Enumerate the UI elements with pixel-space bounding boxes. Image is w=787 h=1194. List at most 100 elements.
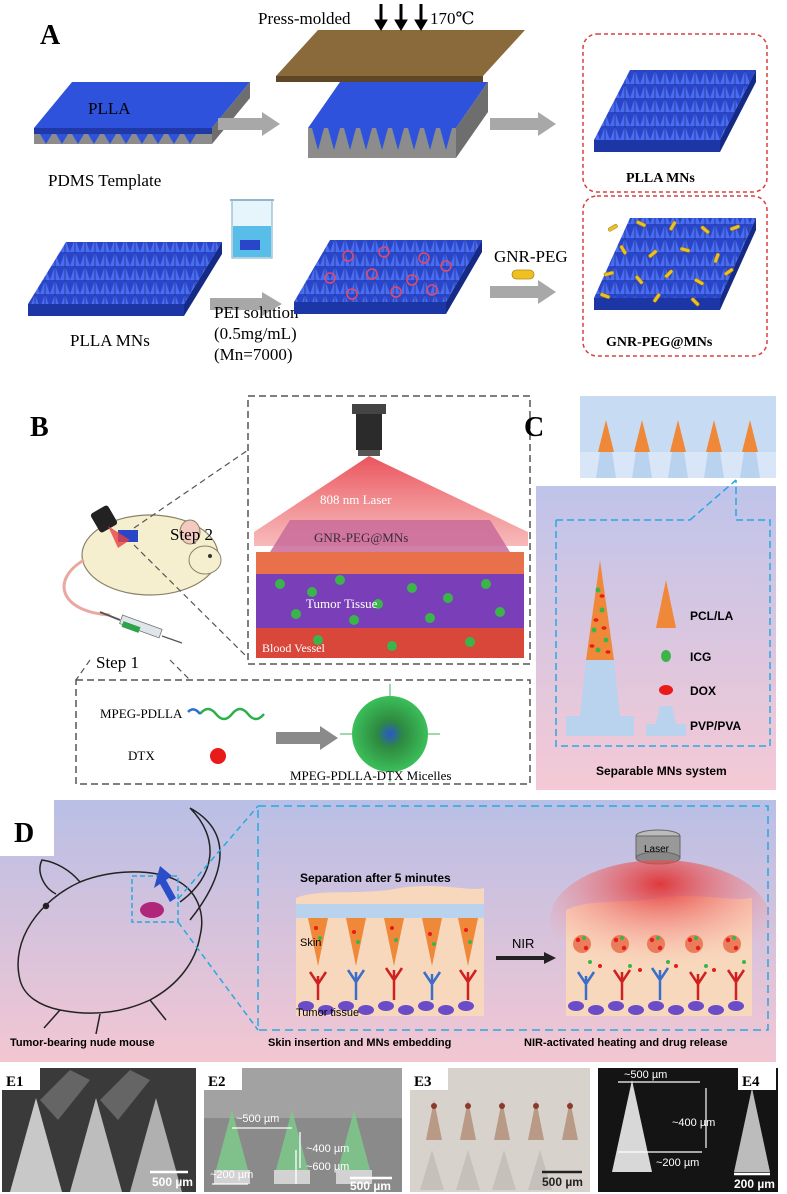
nir-label: NIR xyxy=(512,936,534,951)
panel-a-label: A xyxy=(40,20,61,51)
panel-e: E1 500 µm E2 xyxy=(2,1068,778,1193)
mns-top-tips xyxy=(596,420,760,478)
embedded-needles xyxy=(308,918,478,966)
laser-glow xyxy=(550,860,770,980)
dtx-label: DTX xyxy=(128,748,155,763)
molding-template xyxy=(308,82,488,158)
gnr-peg-label: GNR-PEG xyxy=(494,247,568,266)
press-arrows-icon xyxy=(374,4,428,31)
arrow-2-icon xyxy=(490,112,556,136)
step-2-label: Step 2 xyxy=(170,525,213,544)
plla-mns-array xyxy=(594,70,756,152)
zoom-line-top xyxy=(133,449,249,529)
nude-mouse-icon xyxy=(17,807,221,1035)
dox-legend-icon xyxy=(659,685,673,695)
e4-dim-3: ~200 µm xyxy=(656,1157,699,1169)
mpeg-chain-icon xyxy=(199,707,265,721)
tumor-cells-right xyxy=(568,1001,744,1015)
vessels-right xyxy=(576,967,746,1000)
panel-c-dashed-box xyxy=(555,480,771,747)
pdms-template-label: PDMS Template xyxy=(48,171,161,190)
panel-c-background xyxy=(536,486,776,790)
pei-coated-array xyxy=(294,240,482,314)
vessel-label: Blood Vessel xyxy=(262,641,325,655)
panel-c-caption: Separable MNs system xyxy=(596,764,727,778)
pei-line-2: (0.5mg/mL) xyxy=(214,324,297,343)
micelle-arrow-icon xyxy=(276,726,338,750)
e4-label: E4 xyxy=(742,1074,760,1090)
plla-label: PLLA xyxy=(88,99,131,118)
dtx-icon xyxy=(210,748,226,764)
pei-line-1: PEI solution xyxy=(214,303,299,322)
beaker-icon xyxy=(230,199,274,259)
caption-right: NIR-activated heating and drug release xyxy=(524,1037,728,1049)
arrow-4-icon xyxy=(490,280,556,304)
panel-a: A Press-molded 170℃ xyxy=(28,4,768,364)
pdms-template xyxy=(34,82,250,144)
micelle-icon xyxy=(352,696,428,772)
pcl-legend-label: PCL/LA xyxy=(690,609,734,623)
e2-dim-1: ~500 µm xyxy=(236,1113,279,1125)
icg-legend-icon xyxy=(661,650,671,662)
tumor-tissue-label: Tumor tissue xyxy=(296,1007,359,1019)
tumor-layer xyxy=(256,574,524,628)
pvp-legend-label: PVP/PVA xyxy=(690,719,741,733)
e4-dim-1: ~500 µm xyxy=(624,1069,667,1081)
panel-e4: ~500 µm ~400 µm ~200 µm E4 200 µm xyxy=(598,1068,778,1192)
syringe-icon xyxy=(99,611,183,644)
panel-e3: E3 500 µm xyxy=(410,1068,590,1192)
caption-mid: Skin insertion and MNs embedding xyxy=(268,1037,451,1049)
arrow-3-icon xyxy=(210,292,282,316)
e4-dim-2: ~400 µm xyxy=(672,1117,715,1129)
panel-d-label: D xyxy=(14,818,34,849)
pcl-legend-icon xyxy=(656,580,676,628)
plla-mns-output-label: PLLA MNs xyxy=(626,171,695,186)
heating-layer xyxy=(256,552,524,574)
zoom-line-bottom xyxy=(133,544,249,659)
e1-label: E1 xyxy=(6,1074,24,1090)
pvp-legend-icon xyxy=(646,706,686,736)
gnr-mns-output-label: GNR-PEG@MNs xyxy=(606,335,713,350)
press-plate xyxy=(276,30,525,76)
panel-c: C xyxy=(524,396,776,790)
gnr-mns-array xyxy=(594,218,756,310)
tumor-cells-mid xyxy=(298,1001,474,1015)
gnr-mns-label: GNR-PEG@MNs xyxy=(314,530,408,545)
tumor-label: Tumor Tissue xyxy=(306,596,378,611)
panel-c-label: C xyxy=(524,412,544,443)
laser-head-icon xyxy=(352,404,386,456)
tumor-spot xyxy=(140,902,164,918)
micelles-label: MPEG-PDLLA-DTX Micelles xyxy=(290,768,451,783)
mn-insert-arrow-icon xyxy=(154,866,176,902)
panel-d-zoom-box xyxy=(257,805,769,1031)
e2-scale: 500 µm xyxy=(350,1179,391,1193)
e3-label: E3 xyxy=(414,1074,432,1090)
e2-label: E2 xyxy=(208,1074,226,1090)
panel-d: D Tumor-bearing nude mouse Separation af… xyxy=(0,800,776,1062)
panel-e1: E1 500 µm xyxy=(2,1068,196,1192)
e4-scale: 200 µm xyxy=(734,1177,775,1191)
gnr-rod-icon xyxy=(511,269,535,280)
e3-scale: 500 µm xyxy=(542,1175,583,1189)
separation-label: Separation after 5 minutes xyxy=(300,871,451,885)
plla-mns-input-array xyxy=(28,242,222,316)
laser-label-d: Laser xyxy=(644,844,670,855)
plla-mns-input-label: PLLA MNs xyxy=(70,331,150,350)
skin-label: Skin xyxy=(300,937,321,949)
arrow-1-icon xyxy=(218,112,280,136)
icg-legend-label: ICG xyxy=(690,650,711,664)
laser-label: 808 nm Laser xyxy=(320,492,392,507)
temperature-label: 170℃ xyxy=(430,9,475,28)
zoom-line-step1-left xyxy=(75,659,91,681)
dissolving-tips xyxy=(573,935,746,972)
nir-arrow-icon xyxy=(496,952,556,964)
step-1-label: Step 1 xyxy=(96,653,139,672)
e1-scale: 500 µm xyxy=(152,1175,193,1189)
panel-e2: E2 ~500 µm ~400 µm ~200 µm ~600 µm 500 µ… xyxy=(204,1068,402,1193)
mns-patch xyxy=(270,520,510,552)
tumor-cells xyxy=(275,575,505,625)
dox-legend-label: DOX xyxy=(690,684,716,698)
mpeg-label: MPEG-PDLLA xyxy=(100,706,183,721)
laser-device-icon xyxy=(90,505,130,548)
